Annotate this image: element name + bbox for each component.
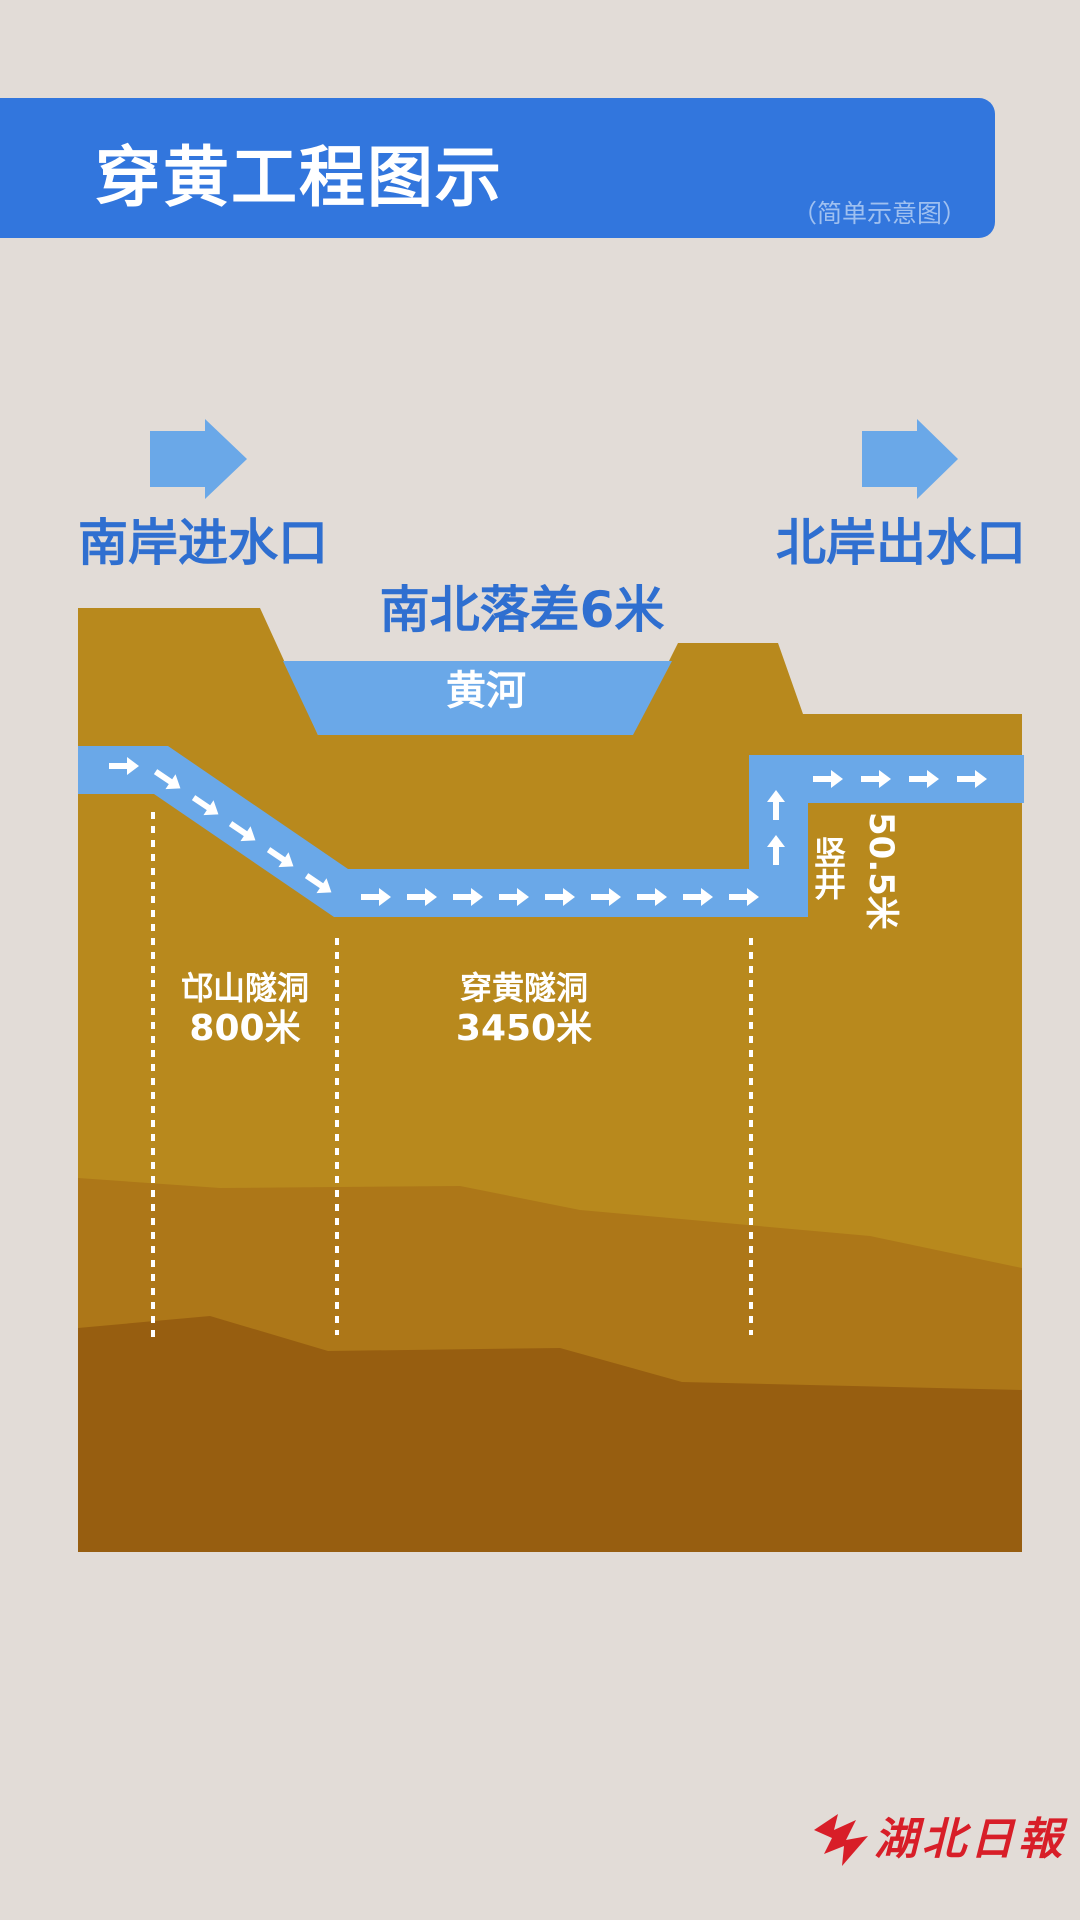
flow-direction-arrow-icon [861, 770, 891, 788]
newspaper-logo: 湖北日報 [812, 1812, 1062, 1868]
flow-direction-arrow-icon [191, 795, 219, 816]
flow-direction-arrow-icon [767, 835, 785, 865]
flow-direction-arrow-icon [361, 888, 391, 906]
flow-direction-arrow-icon [153, 769, 181, 790]
chuanhuang-tunnel-length: 3450米 [456, 1008, 592, 1049]
elevation-drop-label: 南北落差6米 [380, 581, 665, 639]
flow-direction-arrow-icon [109, 757, 139, 775]
flow-direction-arrow-icon [407, 888, 437, 906]
flow-direction-arrow-icon [729, 888, 759, 906]
page-title: 穿黄工程图示 [95, 139, 503, 216]
south-inlet-label: 南岸进水口 [78, 514, 328, 572]
outlet-flow-arrow-icon [862, 419, 958, 499]
flow-direction-arrow-icon [304, 873, 332, 894]
flow-direction-arrow-icon [957, 770, 987, 788]
flow-direction-arrow-icon [637, 888, 667, 906]
flow-direction-arrow-icon [228, 821, 256, 842]
ground-bottom-layer [78, 1316, 1022, 1552]
flow-direction-arrow-icon [767, 790, 785, 820]
shaft-depth-label: 50.5米 [861, 812, 901, 930]
flow-arrows [109, 757, 987, 906]
flow-direction-arrow-icon [909, 770, 939, 788]
qiushan-tunnel-length: 800米 [189, 1008, 300, 1049]
logo-text: 湖北日報 [874, 1814, 1066, 1865]
shaft-label: 竖井 [809, 836, 847, 901]
flow-direction-arrow-icon [266, 847, 294, 868]
yellow-river-label: 黄河 [446, 668, 526, 714]
flow-direction-arrow-icon [499, 888, 529, 906]
logo-emblem-icon [814, 1814, 868, 1866]
page-subtitle: （简单示意图） [791, 199, 967, 228]
header-banner: 穿黄工程图示 （简单示意图） [0, 98, 995, 238]
flow-direction-arrow-icon [591, 888, 621, 906]
flow-direction-arrow-icon [683, 888, 713, 906]
chuanhuang-tunnel-name: 穿黄隧洞 [460, 969, 588, 1007]
flow-direction-arrow-icon [545, 888, 575, 906]
qiushan-tunnel-name: 邙山隧洞 [181, 969, 309, 1007]
flow-direction-arrow-icon [453, 888, 483, 906]
tunnel-path [78, 746, 1024, 917]
flow-direction-arrow-icon [813, 770, 843, 788]
north-outlet-label: 北岸出水口 [776, 514, 1026, 572]
yellow-river-water [283, 661, 672, 735]
inlet-flow-arrow-icon [150, 419, 247, 499]
